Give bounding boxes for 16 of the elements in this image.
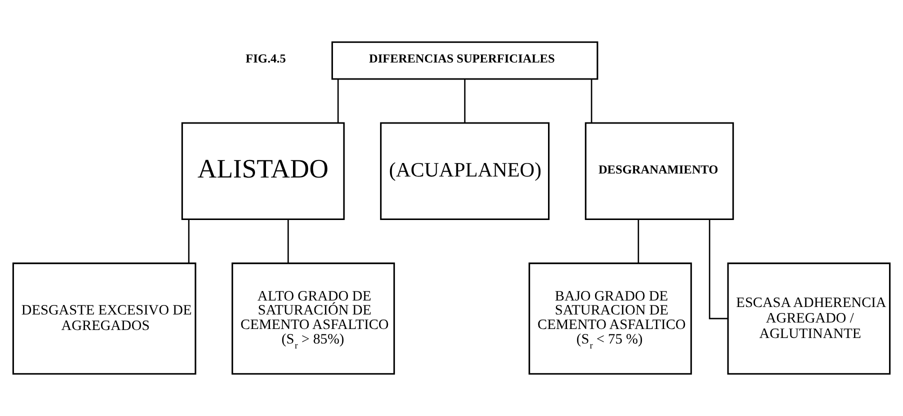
connector	[638, 219, 640, 264]
node-box: ALTO GRADO DE SATURACIÓN DE CEMENTO ASFALTICO (S$_{r}$ > 85%)	[232, 262, 395, 375]
label: FIG.4.5	[246, 52, 286, 66]
connector	[337, 79, 339, 123]
connector	[708, 219, 728, 320]
node-box: ESCASA ADHERENCIA AGREGADO / AGLUTINANTE	[727, 262, 891, 375]
node-box: BAJO GRADO DE SATURACION DE CEMENTO ASFALTICO (S$_{r}$ < 75 %)	[528, 262, 692, 375]
node-box: DESGRANAMIENTO	[584, 122, 734, 220]
node-box: (ACUAPLANEO)	[380, 122, 550, 220]
node-box: DESGASTE EXCESIVO DE AGREGADOS	[12, 262, 196, 375]
node-box: ALISTADO	[181, 122, 345, 220]
connector	[188, 219, 190, 264]
connector	[464, 79, 466, 123]
connector	[287, 219, 289, 264]
node-box: DIFERENCIAS SUPERFICIALES	[331, 41, 598, 80]
connector	[590, 79, 592, 123]
